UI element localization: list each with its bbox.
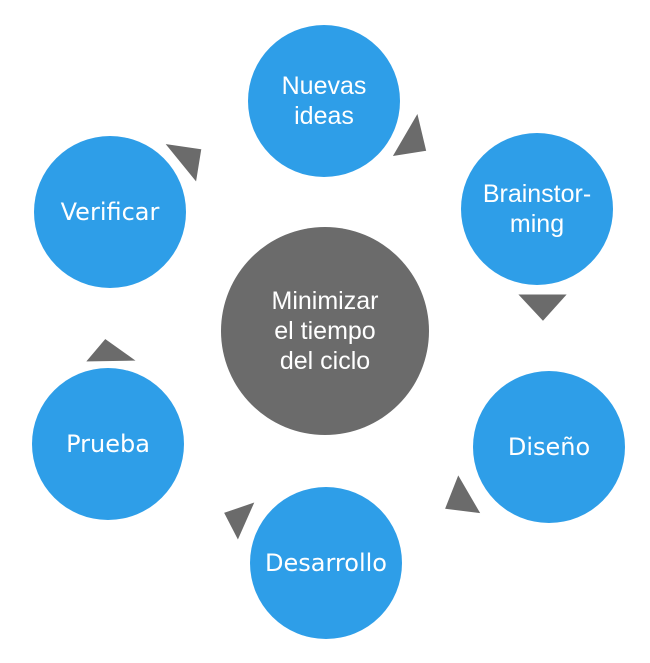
center-node: Minimizar el tiempo del ciclo [221, 227, 429, 435]
center-node-label: Minimizar el tiempo del ciclo [271, 287, 379, 375]
arrow-icon-brainstorming-to-diseno [511, 291, 574, 326]
node-diseno-label: Diseño [507, 432, 591, 461]
node-desarrollo-label: Desarrollo [265, 548, 387, 577]
arrow-icon-prueba-to-verificar [79, 334, 145, 365]
arrow-icon-diseno-to-desarrollo [440, 468, 486, 517]
node-desarrollo: Desarrollo [250, 487, 402, 639]
node-diseno: Diseño [473, 371, 625, 523]
node-brainstorming: Brainstor- ming [461, 133, 613, 285]
arrow-icon-desarrollo-to-prueba [219, 497, 260, 547]
node-nuevas-ideas: Nuevas ideas [248, 25, 400, 177]
node-nuevas-ideas-label: Nuevas ideas [281, 72, 367, 130]
arrow-icon-nuevas-ideas-to-brainstorming [387, 106, 430, 160]
node-prueba-label: Prueba [66, 429, 150, 458]
node-verificar: Verificar [34, 136, 186, 288]
arrow-icon-verificar-to-nuevas-ideas [158, 139, 205, 189]
node-prueba: Prueba [32, 368, 184, 520]
node-verificar-label: Verificar [60, 197, 160, 226]
node-brainstorming-label: Brainstor- ming [482, 180, 592, 238]
